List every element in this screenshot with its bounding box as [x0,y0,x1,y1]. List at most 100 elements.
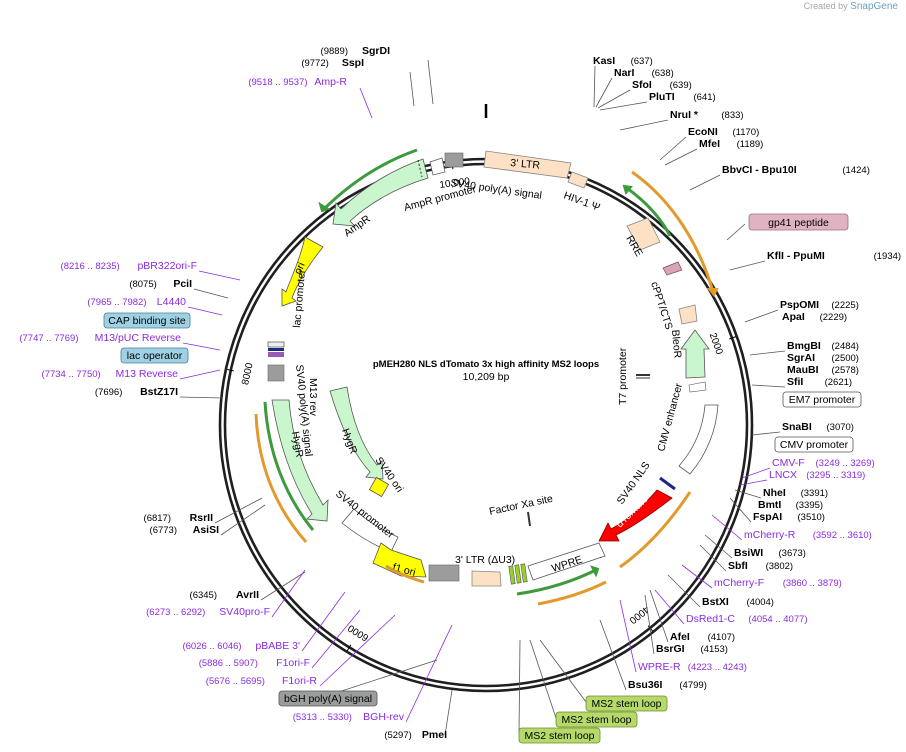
ampr-feature[interactable] [332,158,429,227]
sv40-promoter-feature[interactable] [341,508,399,553]
primer-name: SV40pro-F [219,606,270,618]
leader-line [187,306,223,316]
site-and-primer-labels: SgrDI(9889)SspI(9772)KasI(637)NarI(638)S… [19,45,901,741]
leader-line [681,564,713,589]
primer-position: (7734 .. 7750) [42,369,101,380]
primer-name: BGH-rev [363,711,405,723]
site-position: (9772) [301,58,328,69]
leader-line [749,350,786,356]
hygr-inner-feature[interactable] [329,386,384,480]
leader-line [179,396,223,399]
f1-ori-label: f1 ori [391,561,417,579]
leader-line [699,544,727,572]
site-name: BsiWI [734,547,763,559]
site-position: (3395) [796,500,823,511]
ms2-loop-3[interactable] [520,563,528,583]
cmvprom-box-label: CMV promoter [780,439,849,451]
lac-promoter-label: lac promoter [291,269,308,329]
leader-line [427,59,434,105]
bgh-polya-feature[interactable] [428,564,460,582]
t7-promoter-label: T7 promoter [617,347,629,405]
tick-label: 4000 [627,603,652,626]
f1-ori-feature[interactable] [372,542,427,578]
lac-operator-mark [268,348,284,351]
ms2-loop-2[interactable] [514,564,522,584]
ori-feature[interactable] [281,236,324,307]
site-position: (2621) [825,377,852,388]
leader-line [405,624,453,723]
gag-orange-arrowhead [706,288,719,297]
ltr3-du3-feature[interactable] [471,570,502,587]
hygr-outer-feature[interactable] [271,399,329,522]
primer-position: (5676 .. 5695) [206,676,265,687]
leader-line [593,65,596,108]
cmv-enhancer-feature[interactable] [678,404,719,475]
primer-position: (3295 .. 3319) [806,470,865,481]
ms2b-box-label: MS2 stem loop [561,714,631,726]
site-name: AsiSI [193,524,219,536]
site-name: BsrGI [656,643,685,655]
leader-line [409,71,415,107]
site-name: SgrDI [362,45,390,57]
cppt-label: cPPT/CTS [648,280,675,331]
site-position: (2225) [831,300,858,311]
primer-name: M13/pUC Reverse [95,332,182,344]
site-name: PspOMI [780,299,819,311]
site-position: (7696) [95,387,122,398]
hiv-psi-feature[interactable] [567,171,589,189]
ltr3-feature[interactable] [483,150,572,179]
ms2-loop-1[interactable] [508,565,516,585]
leader-line [704,534,733,559]
em7-promoter-mark [688,381,707,393]
sv40-ori-feature[interactable] [368,476,390,498]
sv40pa-top-feature[interactable] [444,152,464,168]
site-name: NheI [763,487,786,499]
lac-region-block[interactable] [267,364,285,382]
wpre-green-arc [516,567,599,596]
gp41-box-label: gp41 peptide [768,217,829,229]
bleor-feature[interactable] [680,329,710,379]
lacop-box [120,347,189,364]
factorxa-label: Factor Xa site [488,493,554,518]
site-position: (2578) [832,365,859,376]
em7-box [782,391,862,408]
site-name: NarI [614,67,635,79]
ori-label: ori [292,261,308,277]
cppt-feature[interactable] [678,304,698,325]
site-name: BbvCI - Bpu10I [722,164,797,176]
primer-name: LNCX [769,469,797,481]
dtomato-feature[interactable] [598,489,673,542]
primer-position: (7965 .. 7982) [87,297,146,308]
leader-line [518,639,521,735]
hygr-orange-arc [254,413,308,543]
leader-line [729,260,766,271]
leader-line [595,77,613,108]
ampr-promoter-feature[interactable] [429,157,446,176]
primer-position: (8216 .. 8235) [61,261,120,272]
ampr-orf-arc [320,148,418,213]
tick-label: 6000 [346,622,371,643]
cmvprom-box [774,436,854,453]
leader-line [741,467,771,479]
rre-feature[interactable] [626,217,661,251]
leader-line [644,594,655,655]
primer-position: (6273 .. 6292) [146,607,205,618]
site-position: (4153) [701,644,728,655]
primer-name: DsRed1-C [686,613,735,625]
leader-line [260,571,306,601]
leader-line [301,591,346,652]
tick-mark [729,336,737,340]
primer-position: (3592 .. 3610) [813,530,872,541]
site-name: BmgBI [787,340,821,352]
wpre-feature[interactable] [527,542,606,581]
site-position: (8075) [129,279,156,290]
primer-name: WPRE-R [638,661,681,673]
primer-position: (9518 .. 9537) [248,77,307,88]
site-name: SbfI [728,560,748,572]
plasmid-length: 10,209 bp [463,371,510,383]
primer-name: L4440 [157,296,186,308]
primer-name: pBABE 3' [255,640,300,652]
leader-line [667,574,701,608]
primer-position: (4223 .. 4243) [688,662,747,673]
